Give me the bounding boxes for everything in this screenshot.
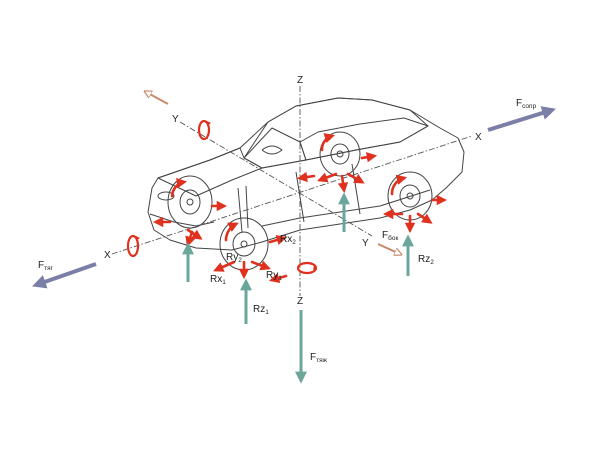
force-arrow (186, 228, 203, 240)
force-arrow (250, 260, 271, 271)
traction-force-arrow (32, 262, 97, 289)
moment-arrow (170, 177, 188, 198)
force-arrow (269, 273, 288, 283)
axis-rotation-symbols (126, 119, 318, 275)
label-ry2: Ry2 (226, 252, 242, 264)
resistance-force-arrow (487, 106, 557, 132)
car-sill-line (261, 189, 431, 227)
moment-arrow (224, 222, 239, 242)
label-rx2: Rx2 (280, 234, 296, 246)
label-lateral-force: Fбок (382, 230, 398, 242)
car-windshield (243, 127, 307, 169)
y-axis-line (179, 121, 373, 237)
force-arrow (337, 174, 349, 194)
force-arrow (360, 152, 378, 163)
lateral-force-arrow (377, 243, 400, 254)
force-arrow (185, 230, 196, 247)
car-side-windows (299, 117, 429, 161)
car-suspension-strut (237, 185, 249, 233)
y-direction-arrow (146, 92, 169, 105)
rotation-icon-x (126, 234, 140, 258)
car-roof (243, 97, 429, 169)
axis-label-x-left: X (104, 250, 111, 261)
axis-label-z-top: Z (297, 75, 303, 86)
rotation-arrow-z-tip (313, 265, 317, 270)
rotation-arrow-y-tip (207, 121, 211, 126)
force-arrow (416, 212, 433, 224)
force-arrow (296, 171, 316, 183)
axis-label-y-front: Y (362, 238, 369, 249)
label-resistance-force: Fсопр (516, 98, 537, 110)
label-rz1: Rz1 (253, 304, 269, 316)
wheel-front-left (167, 175, 213, 229)
rotation-icon-y (197, 119, 211, 141)
force-arrow (346, 172, 365, 184)
label-traction-force: Fтяг (38, 260, 54, 272)
force-arrow (317, 172, 338, 183)
car-hood (157, 147, 263, 197)
rotation-arrow-x-tip (136, 236, 140, 241)
label-rx1: Rx1 (210, 274, 226, 286)
axis-label-x-right: X (475, 132, 482, 143)
car-steering-wheel (261, 145, 283, 155)
force-arrow (213, 260, 236, 272)
label-gravity-force: Fтяж (310, 352, 328, 364)
x-axis-line (111, 135, 473, 255)
wheel-force-arrows (152, 133, 448, 283)
label-rz2: Rz2 (418, 254, 434, 266)
car-headlight (157, 191, 175, 201)
moment-arrow (320, 133, 335, 152)
axis-label-z-bottom: Z (297, 296, 303, 307)
force-arrow (268, 235, 287, 245)
moment-arrow (390, 174, 408, 196)
axis-label-y-rear: Y (172, 114, 179, 125)
wheel-rear-left (319, 131, 361, 177)
axes (111, 86, 473, 296)
label-ry1: Ry1 (266, 270, 282, 282)
rotation-icon-z (296, 261, 318, 275)
wheels (167, 131, 433, 271)
car-front-bumper (149, 213, 215, 227)
reaction-arrows (182, 192, 414, 384)
